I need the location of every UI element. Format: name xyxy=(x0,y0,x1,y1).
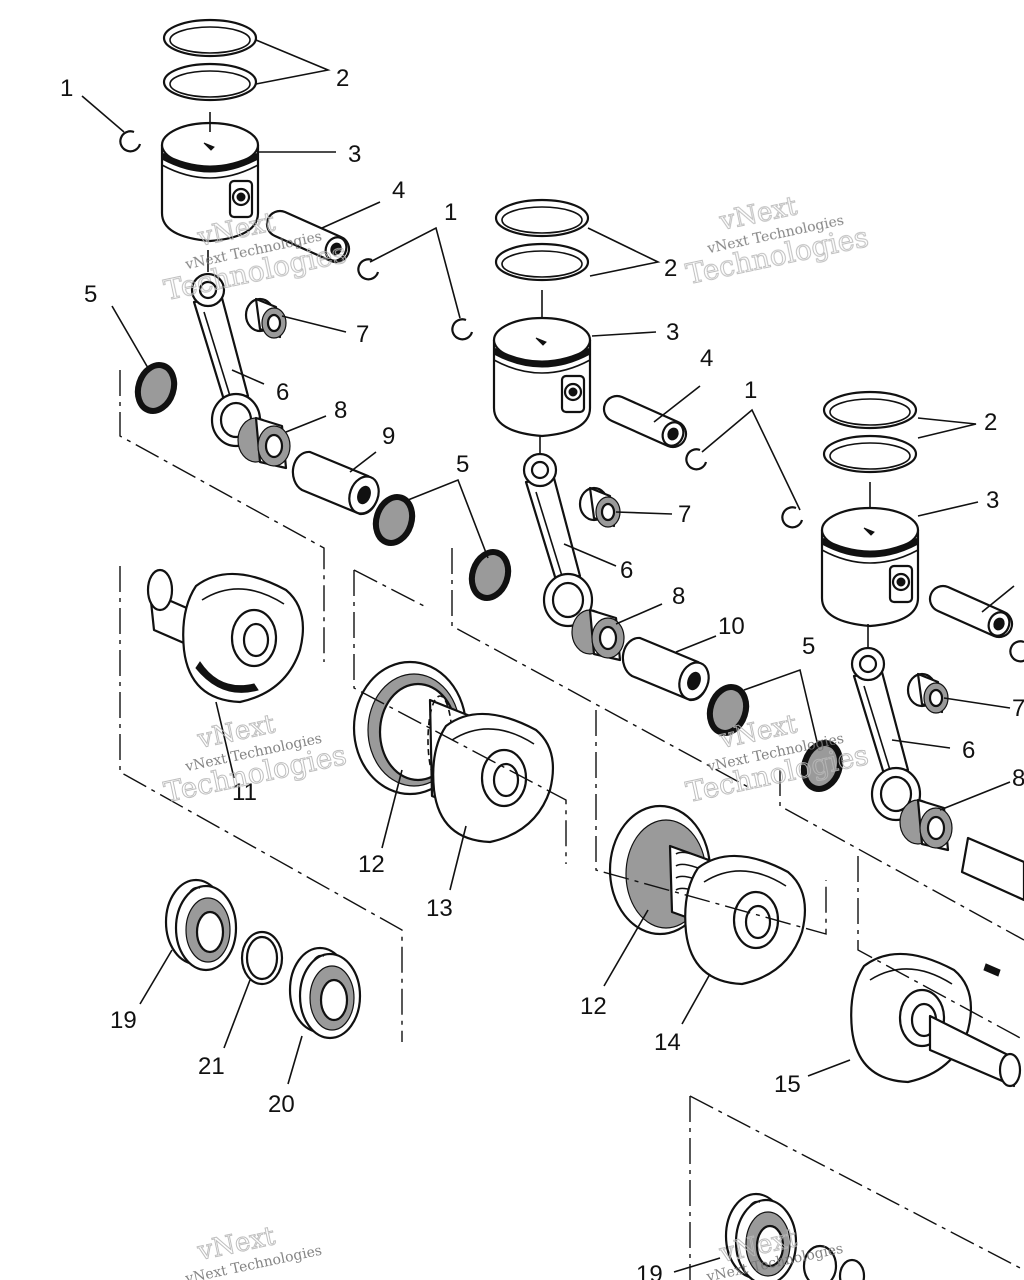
callout-13: 13 xyxy=(426,895,453,922)
small-end-bearing-2 xyxy=(578,486,622,529)
watermark-2: vNext vNext Technologies Technologies xyxy=(683,191,872,292)
circlip-1-right xyxy=(357,258,380,281)
piston-rings-2 xyxy=(494,198,590,282)
seal-partial xyxy=(838,1258,866,1280)
callout-numbers: 1 2 3 4 1 5 6 7 8 9 2 3 4 1 2 3 5 6 7 8 … xyxy=(60,65,1024,1280)
callout-1b: 1 xyxy=(444,199,457,226)
callout-9: 9 xyxy=(382,423,395,450)
piston-2 xyxy=(492,316,592,438)
callout-4b: 4 xyxy=(700,345,713,372)
circlip-3-left xyxy=(781,506,804,529)
callout-12b: 12 xyxy=(580,993,607,1020)
callout-15: 15 xyxy=(774,1071,801,1098)
callout-12a: 12 xyxy=(358,851,385,878)
callout-7b: 7 xyxy=(678,501,691,528)
callout-5b: 5 xyxy=(456,451,469,478)
big-end-bearing-2 xyxy=(570,608,626,662)
piston-3 xyxy=(820,506,920,628)
callout-6c: 6 xyxy=(962,737,975,764)
crank-pin-3 xyxy=(960,836,1024,902)
small-end-bearing-3 xyxy=(906,672,950,715)
circlip-3-right xyxy=(1009,640,1024,663)
circlip-2-left xyxy=(451,318,474,341)
main-bearing-20 xyxy=(288,946,362,1040)
callout-6b: 6 xyxy=(620,557,633,584)
callout-8a: 8 xyxy=(334,397,347,424)
cylinder-1-group xyxy=(119,18,423,553)
callout-19a: 19 xyxy=(110,1007,137,1034)
crank-web-14 xyxy=(608,804,807,986)
callout-3c: 3 xyxy=(986,487,999,514)
callout-11: 11 xyxy=(232,779,257,806)
callout-8b: 8 xyxy=(672,583,685,610)
leader-lines xyxy=(81,39,1015,1273)
callout-19b: 19 xyxy=(636,1261,663,1280)
callout-1c: 1 xyxy=(744,377,757,404)
piston-rings-3 xyxy=(822,390,918,474)
small-end-bearing-1 xyxy=(244,297,288,340)
callout-4a: 4 xyxy=(392,177,405,204)
callout-20: 20 xyxy=(268,1091,295,1118)
piston-rings-1 xyxy=(162,18,258,102)
connecting-rod-3 xyxy=(850,646,922,822)
callout-2b: 2 xyxy=(664,255,677,282)
crank-web-11 xyxy=(146,568,305,704)
watermark-5: vNext vNext Technologies xyxy=(183,1221,323,1280)
callout-2c: 2 xyxy=(984,409,997,436)
callout-6a: 6 xyxy=(276,379,289,406)
callout-3a: 3 xyxy=(348,141,361,168)
callout-5c: 5 xyxy=(802,633,815,660)
callout-1a: 1 xyxy=(60,75,73,102)
crank-pin-10 xyxy=(621,636,715,705)
big-end-bearing-1 xyxy=(236,416,292,470)
crank-web-13 xyxy=(352,660,555,844)
crankshaft-group xyxy=(146,568,1022,1088)
connecting-rod-2 xyxy=(522,452,594,628)
callout-5a: 5 xyxy=(84,281,97,308)
callout-2a: 2 xyxy=(336,65,349,92)
snap-ring-21b xyxy=(802,1244,838,1280)
callout-8c: 8 xyxy=(1012,765,1024,792)
callout-7c: 7 xyxy=(1012,695,1024,722)
alignment-lines xyxy=(119,370,1024,1280)
circlip-1-left xyxy=(119,130,142,153)
watermark-4: vNext vNext Technologies Technologies xyxy=(683,709,872,810)
main-bearings-group xyxy=(164,878,866,1280)
thrust-washer-1 xyxy=(127,355,185,421)
callout-10: 10 xyxy=(718,613,745,640)
piston-pin-2 xyxy=(602,394,689,451)
piston-pin-3 xyxy=(928,584,1015,641)
crank-web-15 xyxy=(850,952,1022,1088)
callout-21: 21 xyxy=(198,1053,225,1080)
callout-14: 14 xyxy=(654,1029,681,1056)
crank-pin-9 xyxy=(291,450,385,519)
callout-7a: 7 xyxy=(356,321,369,348)
callout-3b: 3 xyxy=(666,319,679,346)
cylinder-2-group xyxy=(451,198,757,743)
main-bearing-19 xyxy=(164,878,238,972)
circlip-2-right xyxy=(685,448,708,471)
cylinder-3-group xyxy=(781,390,1024,902)
thrust-washer-2 xyxy=(461,542,519,608)
snap-ring-21 xyxy=(240,930,284,986)
